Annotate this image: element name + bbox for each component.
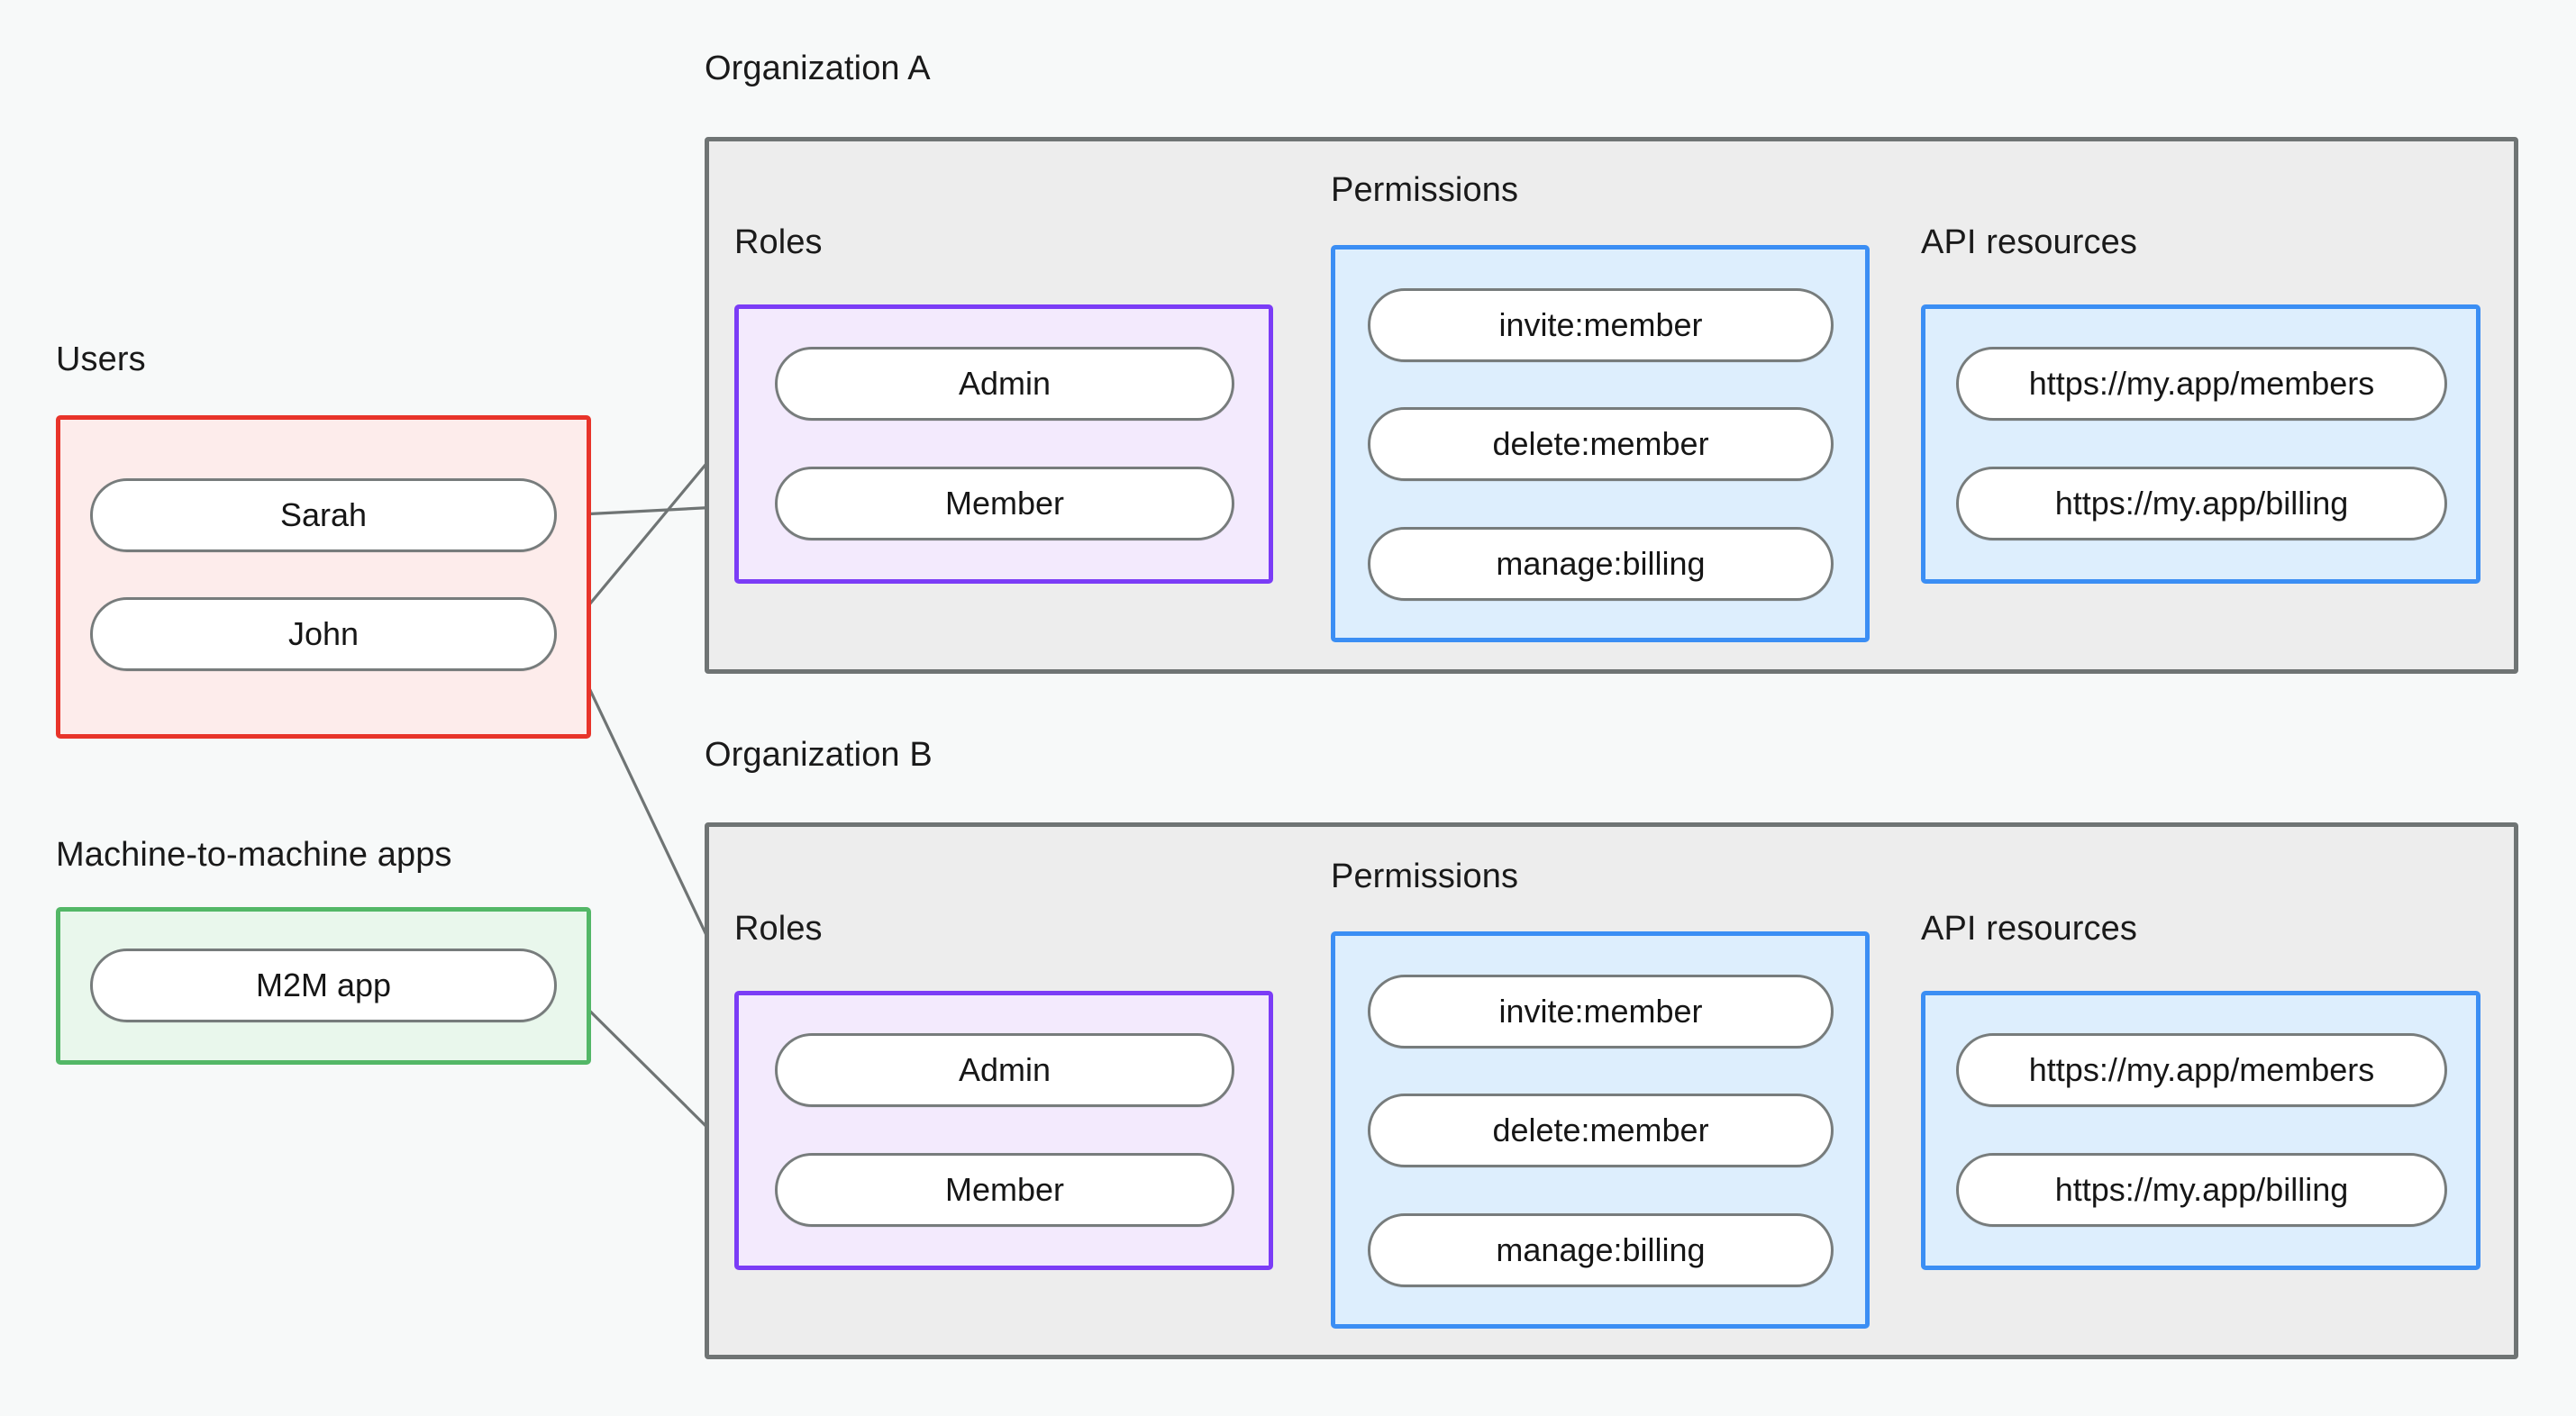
orgA-role-admin[interactable]: Admin (775, 347, 1234, 421)
users-box (56, 415, 591, 739)
orgB-role-admin[interactable]: Admin (775, 1033, 1234, 1107)
orgA-api-resource-billing[interactable]: https://my.app/billing (1956, 467, 2447, 540)
orgA-permission-manage-billing[interactable]: manage:billing (1368, 527, 1834, 601)
orgB-api-resources-label: API resources (1921, 910, 2137, 948)
organization-a-label: Organization A (705, 50, 931, 87)
orgA-roles-label: Roles (734, 223, 823, 261)
m2m-apps-label: Machine-to-machine apps (56, 836, 452, 874)
orgB-api-resource-members[interactable]: https://my.app/members (1956, 1033, 2447, 1107)
orgA-api-resources-label: API resources (1921, 223, 2137, 261)
orgB-permission-delete-member[interactable]: delete:member (1368, 1094, 1834, 1167)
orgA-permissions-label: Permissions (1331, 171, 1519, 209)
orgA-permission-invite-member[interactable]: invite:member (1368, 288, 1834, 362)
organization-b-label: Organization B (705, 736, 933, 774)
orgB-permission-manage-billing[interactable]: manage:billing (1368, 1213, 1834, 1287)
orgB-permissions-label: Permissions (1331, 858, 1519, 895)
m2m-app-node[interactable]: M2M app (90, 949, 557, 1022)
users-label: Users (56, 340, 146, 378)
orgA-role-member[interactable]: Member (775, 467, 1234, 540)
user-sarah[interactable]: Sarah (90, 478, 557, 552)
orgB-roles-label: Roles (734, 910, 823, 948)
user-john[interactable]: John (90, 597, 557, 671)
orgB-role-member[interactable]: Member (775, 1153, 1234, 1227)
orgB-permission-invite-member[interactable]: invite:member (1368, 975, 1834, 1048)
orgA-permission-delete-member[interactable]: delete:member (1368, 407, 1834, 481)
orgA-api-resource-members[interactable]: https://my.app/members (1956, 347, 2447, 421)
orgB-api-resource-billing[interactable]: https://my.app/billing (1956, 1153, 2447, 1227)
